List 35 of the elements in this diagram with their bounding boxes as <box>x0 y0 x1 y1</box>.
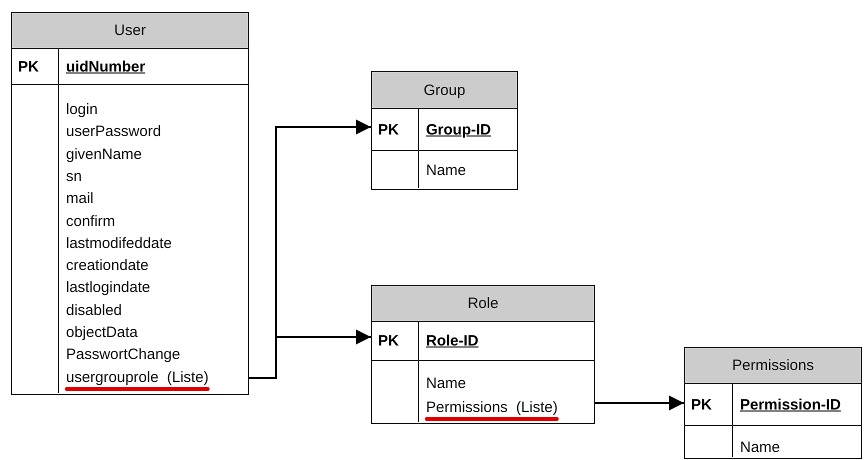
primary-key-field: Permission-ID <box>740 396 841 413</box>
attribute-name: login <box>66 101 98 119</box>
entity-name: User <box>12 13 248 49</box>
primary-key-field: Role-ID <box>426 332 478 350</box>
attribute-name: usergrouprole (Liste) <box>66 368 209 387</box>
primary-key-marker: PK <box>378 332 399 350</box>
entity-name: Group <box>372 72 517 109</box>
attribute-name: Name <box>426 162 466 180</box>
attribute-name: givenName <box>66 146 142 164</box>
entity-table <box>371 71 518 190</box>
primary-key-marker: PK <box>691 396 712 413</box>
entity-name: Permissions <box>685 348 861 384</box>
attribute-name: lastlogindate <box>66 279 150 298</box>
primary-key-field: Group-ID <box>426 121 491 138</box>
attribute-name: mail <box>66 190 94 208</box>
attribute-name: sn <box>66 168 82 186</box>
attribute-name: objectData <box>66 324 138 342</box>
attribute-name: PasswortChange <box>66 346 180 364</box>
primary-key-marker: PK <box>378 121 399 138</box>
primary-key-field: uidNumber <box>66 58 146 75</box>
relationship-arrow <box>595 396 684 410</box>
primary-key-marker: PK <box>18 58 39 75</box>
entity-table <box>11 12 249 395</box>
entity-table <box>371 285 595 424</box>
attribute-name: disabled <box>66 302 122 320</box>
attribute-name: lastmodifeddate <box>66 234 172 253</box>
entity-table <box>684 347 862 459</box>
attribute-name: userPassword <box>66 123 162 142</box>
attribute-name: confirm <box>66 212 116 230</box>
attribute-name: creationdate <box>66 257 149 276</box>
attribute-name: Name <box>740 439 780 457</box>
attribute-name: Permissions (Liste) <box>426 398 558 416</box>
attribute-name: Name <box>426 375 466 393</box>
relationship-arrow <box>249 330 371 379</box>
entity-name: Role <box>372 286 594 322</box>
